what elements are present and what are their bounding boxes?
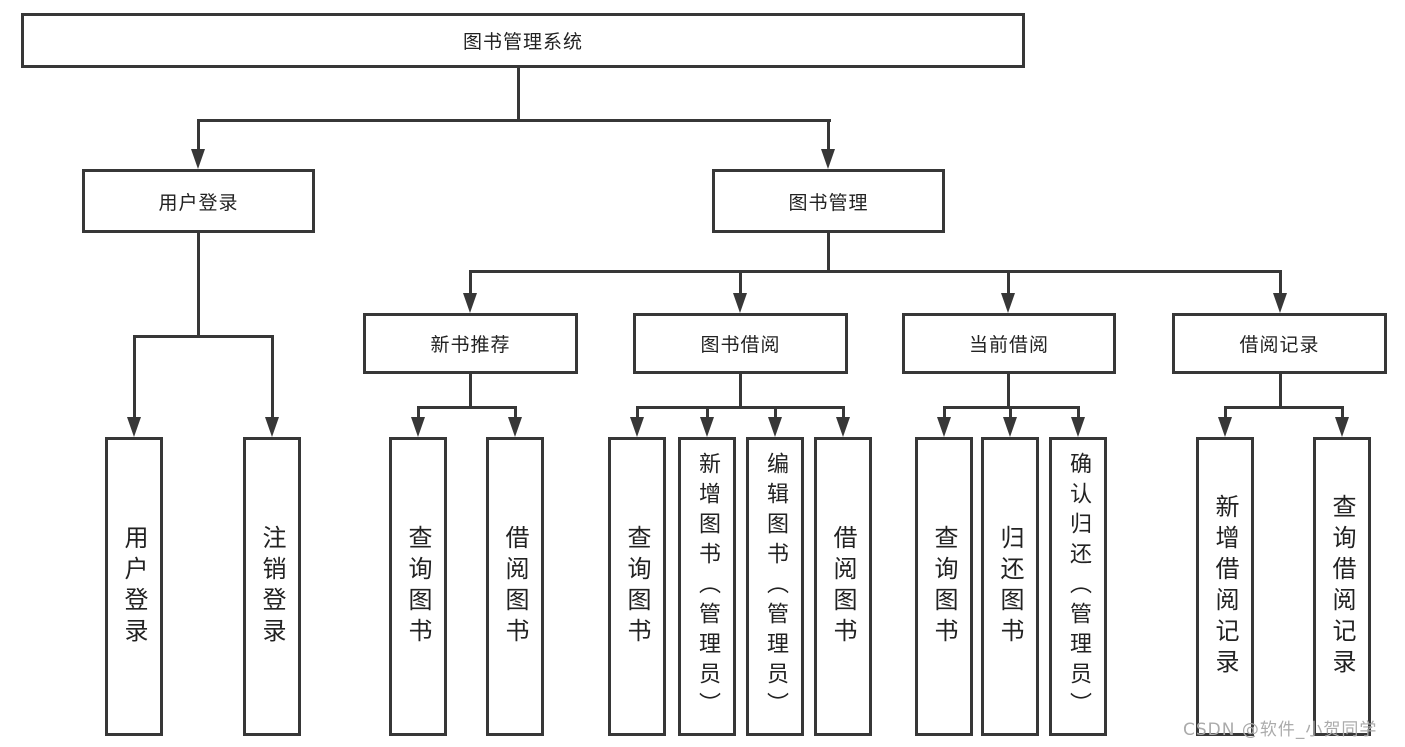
connector-records-drop (1279, 374, 1282, 408)
connector-login-drop (197, 232, 200, 338)
connector-stem (1341, 406, 1344, 418)
arrow-down-icon (700, 417, 714, 437)
connector-stem (1007, 270, 1010, 294)
connector-stem (133, 335, 136, 418)
arrow-down-icon (265, 417, 279, 437)
connector-stem (739, 270, 742, 294)
arrow-down-icon (1218, 417, 1232, 437)
arrow-down-icon (191, 149, 205, 169)
connector-records-rail (1224, 406, 1343, 409)
arrow-down-icon (821, 149, 835, 169)
node-user-login-label: 用户登录 (158, 191, 239, 214)
leaf-confirm-return-admin: 确认归还（管理员） (1049, 437, 1107, 736)
leaf-edit-books-admin-label: 编辑图书（管理员） (763, 451, 788, 722)
connector-stem (417, 406, 420, 418)
node-book-borrowing: 图书借阅 (633, 313, 848, 374)
leaf-borrow-query-books-label: 查询图书 (623, 524, 651, 649)
node-book-management-label: 图书管理 (788, 191, 869, 214)
arrow-down-icon (1273, 293, 1287, 313)
leaf-query-borrow-record-label: 查询借阅记录 (1328, 493, 1356, 680)
leaf-return-books-label: 归还图书 (996, 524, 1024, 649)
arrow-down-icon (508, 417, 522, 437)
leaf-return-books: 归还图书 (981, 437, 1039, 736)
leaf-current-query-books-label: 查询图书 (930, 524, 958, 649)
arrow-down-icon (1335, 417, 1349, 437)
node-current-borrowing-label: 当前借阅 (968, 334, 1049, 356)
leaf-rec-query-books: 查询图书 (389, 437, 447, 736)
leaf-logout: 注销登录 (243, 437, 301, 736)
connector-stem-login (197, 119, 200, 150)
connector-login-rail (133, 335, 274, 338)
connector-stem-mgmt (827, 119, 830, 150)
connector-stem (1279, 270, 1282, 294)
node-borrowing-records: 借阅记录 (1172, 313, 1387, 374)
leaf-add-books-admin: 新增图书（管理员） (678, 437, 736, 736)
node-library-system: 图书管理系统 (21, 13, 1025, 68)
node-user-login: 用户登录 (82, 169, 315, 233)
connector-stem (271, 335, 274, 418)
leaf-add-borrow-record-label: 新增借阅记录 (1211, 493, 1239, 680)
leaf-borrow-query-books: 查询图书 (608, 437, 666, 736)
connector-mgmt-drop (827, 232, 830, 273)
node-library-system-label: 图书管理系统 (462, 31, 583, 53)
csdn-watermark: CSDN @软件_小贺同学 (1183, 720, 1378, 740)
connector-rec-rail (417, 406, 517, 409)
leaf-rec-borrow-books: 借阅图书 (486, 437, 544, 736)
connector-level2-rail (197, 119, 831, 122)
leaf-add-books-admin-label: 新增图书（管理员） (695, 451, 720, 722)
leaf-borrow-borrow-books: 借阅图书 (814, 437, 872, 736)
connector-stem (943, 406, 946, 418)
arrow-down-icon (1071, 417, 1085, 437)
arrow-down-icon (630, 417, 644, 437)
leaf-add-borrow-record: 新增借阅记录 (1196, 437, 1254, 736)
connector-stem (514, 406, 517, 418)
connector-stem (469, 270, 472, 294)
arrow-down-icon (1001, 293, 1015, 313)
leaf-confirm-return-admin-label: 确认归还（管理员） (1066, 451, 1091, 722)
connector-current-drop (1007, 374, 1010, 408)
connector-stem (774, 406, 777, 418)
connector-stem (1077, 406, 1080, 418)
arrow-down-icon (1003, 417, 1017, 437)
arrow-down-icon (836, 417, 850, 437)
arrow-down-icon (463, 293, 477, 313)
leaf-query-borrow-record: 查询借阅记录 (1313, 437, 1371, 736)
connector-stem (706, 406, 709, 418)
leaf-borrow-borrow-books-label: 借阅图书 (829, 524, 857, 649)
arrow-down-icon (733, 293, 747, 313)
connector-borrow-drop (739, 374, 742, 408)
connector-stem (636, 406, 639, 418)
arrow-down-icon (411, 417, 425, 437)
arrow-down-icon (127, 417, 141, 437)
arrow-down-icon (768, 417, 782, 437)
leaf-rec-query-books-label: 查询图书 (404, 524, 432, 649)
node-book-borrowing-label: 图书借阅 (700, 334, 781, 356)
connector-borrow-rail (636, 406, 844, 409)
leaf-edit-books-admin: 编辑图书（管理员） (746, 437, 804, 736)
node-borrowing-records-label: 借阅记录 (1239, 334, 1320, 356)
node-book-management: 图书管理 (712, 169, 945, 233)
connector-stem (1009, 406, 1012, 418)
connector-level3-rail (469, 270, 1281, 273)
arrow-down-icon (937, 417, 951, 437)
node-new-book-recommend: 新书推荐 (363, 313, 578, 374)
connector-root-drop (517, 68, 520, 122)
connector-stem (842, 406, 845, 418)
leaf-rec-borrow-books-label: 借阅图书 (501, 524, 529, 649)
node-current-borrowing: 当前借阅 (902, 313, 1116, 374)
leaf-logout-label: 注销登录 (258, 524, 286, 649)
connector-stem (1224, 406, 1227, 418)
leaf-current-query-books: 查询图书 (915, 437, 973, 736)
leaf-user-login: 用户登录 (105, 437, 163, 736)
node-new-book-recommend-label: 新书推荐 (430, 334, 511, 356)
leaf-user-login-label: 用户登录 (120, 524, 148, 649)
connector-rec-drop (469, 374, 472, 408)
